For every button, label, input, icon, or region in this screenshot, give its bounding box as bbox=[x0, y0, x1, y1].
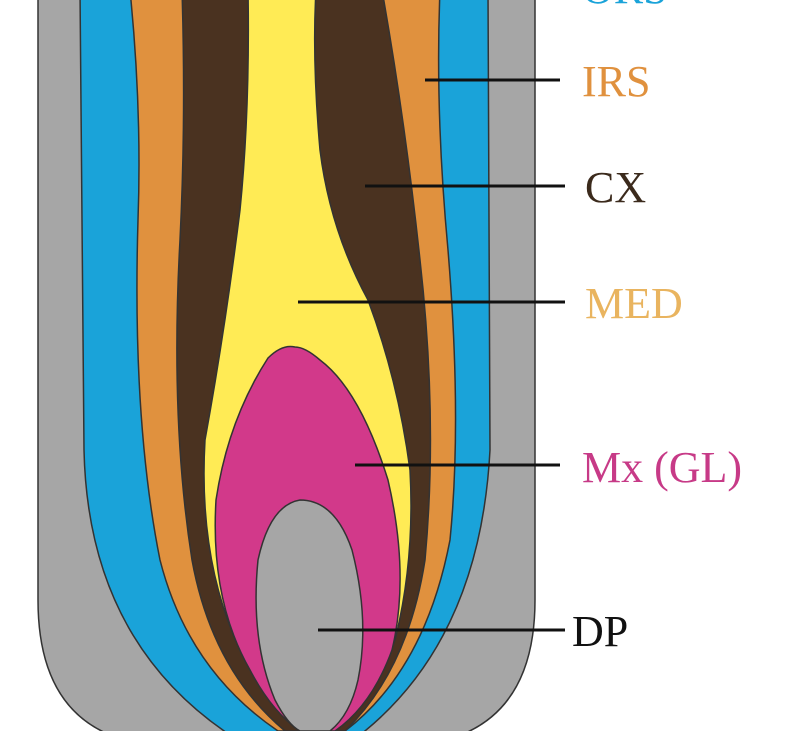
mx-label: Mx (GL) bbox=[582, 443, 742, 492]
ors-label: ORS bbox=[582, 0, 668, 13]
dp-layer bbox=[255, 499, 364, 731]
med-label: MED bbox=[585, 279, 683, 328]
dp-label: DP bbox=[572, 607, 628, 656]
irs-label: IRS bbox=[582, 57, 650, 106]
cx-label: CX bbox=[585, 163, 646, 212]
